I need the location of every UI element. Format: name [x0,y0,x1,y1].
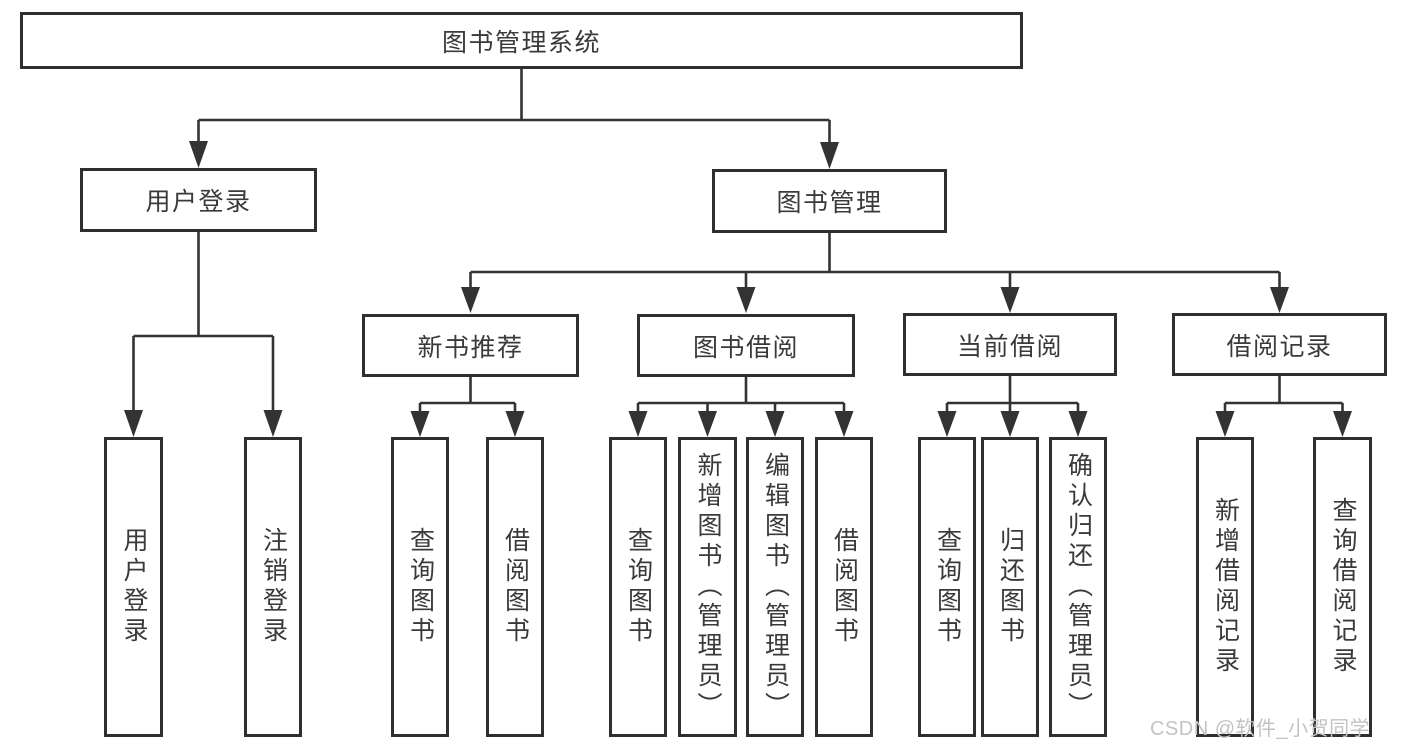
leaf-query-books-current: 查询图书 [918,437,976,737]
connector-borrow-records [1215,376,1352,437]
leaf-edit-books-admin: 编辑图书（管理员） [746,437,804,737]
arrow-down-icon [1270,287,1289,313]
node-borrow-records: 借阅记录 [1172,313,1387,376]
leaf-add-books-admin: 新增图书（管理员） [678,437,737,737]
connector-root [189,67,839,169]
leaf-borrow-books: 借阅图书 [815,437,873,737]
leaf-confirm-return-admin: 确认归还（管理员） [1049,437,1107,737]
connector-user-login [124,232,283,437]
arrow-down-icon [937,411,957,437]
node-user-login: 用户登录 [80,168,317,232]
arrow-down-icon [1215,411,1235,437]
leaf-query-borrow-record: 查询借阅记录 [1313,437,1372,737]
node-current-borrow: 当前借阅 [903,313,1117,376]
leaf-borrow-books-recommend: 借阅图书 [486,437,544,737]
node-book-management: 图书管理 [712,169,947,233]
connector-new-book-recommend [410,377,525,437]
connector-current-borrow [937,376,1088,437]
arrow-down-icon [1000,287,1020,313]
node-book-borrow: 图书借阅 [637,314,855,377]
arrow-down-icon [1000,411,1020,437]
arrow-down-icon [765,411,785,437]
arrow-down-icon [1333,411,1352,437]
leaf-query-books-recommend: 查询图书 [391,437,449,737]
watermark: CSDN @软件_小贺同学 [1150,718,1371,740]
node-new-book-recommend: 新书推荐 [362,314,579,377]
arrow-down-icon [698,411,717,437]
arrow-down-icon [736,287,756,313]
leaf-logout: 注销登录 [244,437,302,737]
arrow-down-icon [820,142,839,169]
connector-book-management [461,233,1289,313]
arrow-down-icon [505,411,525,437]
arrow-down-icon [628,411,648,437]
leaf-return-books: 归还图书 [981,437,1039,737]
leaf-user-login: 用户登录 [104,437,163,737]
leaf-add-borrow-record: 新增借阅记录 [1196,437,1254,737]
leaf-query-books-borrow: 查询图书 [609,437,667,737]
arrow-down-icon [189,141,208,168]
connector-book-borrow [628,377,854,437]
arrow-down-icon [410,411,430,437]
arrow-down-icon [461,287,480,313]
arrow-down-icon [1068,411,1088,437]
node-root-library-system: 图书管理系统 [20,12,1023,69]
arrow-down-icon [124,410,143,437]
arrow-down-icon [263,410,283,437]
arrow-down-icon [834,411,854,437]
